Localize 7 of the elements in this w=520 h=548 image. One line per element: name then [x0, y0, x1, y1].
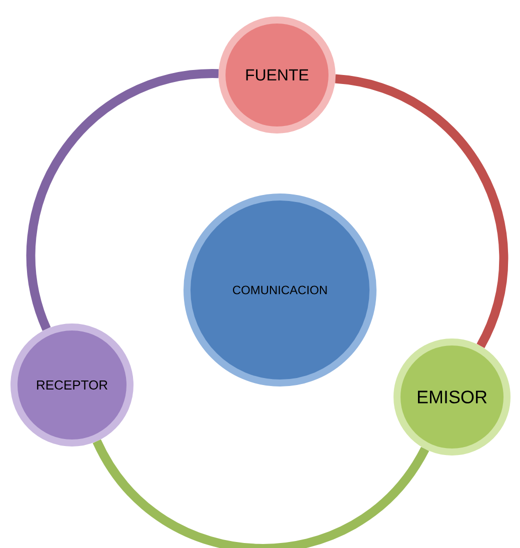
circle-node: RECEPTOR: [10, 324, 134, 446]
ring-arc: [92, 439, 429, 548]
ring-arc: [334, 74, 508, 348]
ring-arc: [26, 69, 219, 330]
circle-node: EMISOR: [394, 338, 510, 456]
circle-node: FUENTE: [218, 16, 336, 134]
circle-node: COMUNICACION: [184, 194, 376, 386]
